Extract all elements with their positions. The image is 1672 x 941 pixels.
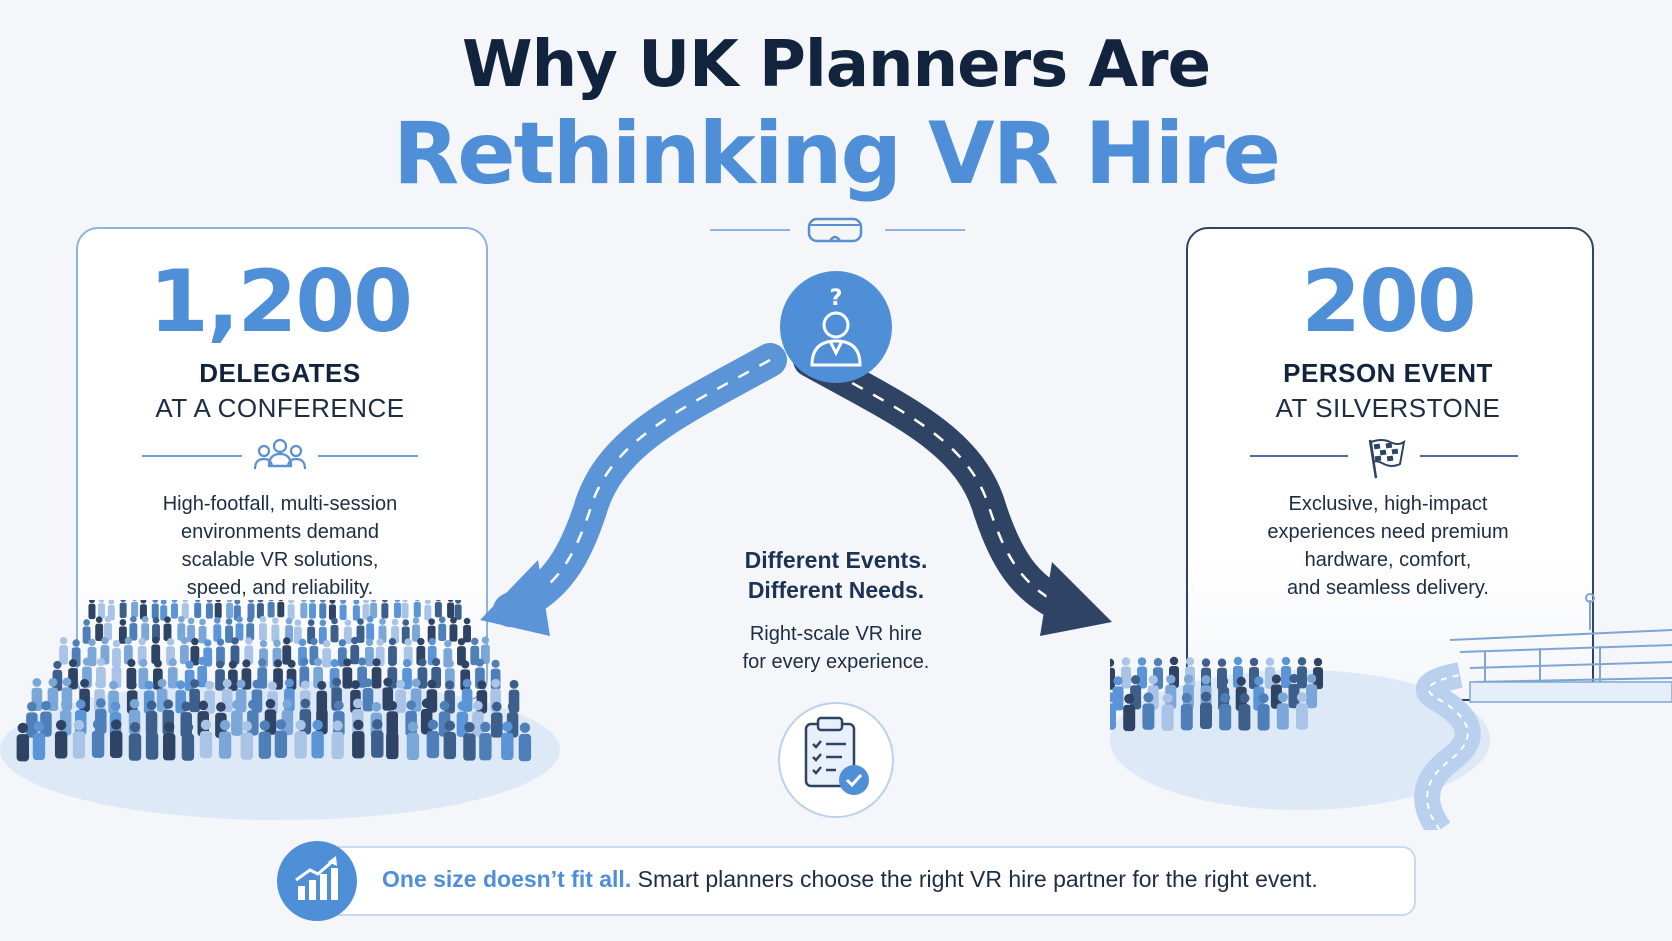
page-title-line1: Why UK Planners Are [462,28,1211,102]
diverging-roads [480,343,1112,636]
vr-headset-icon [807,217,863,243]
delegates-label: DELEGATES [199,358,361,388]
center-heading-line: Different Events. [744,547,928,573]
checklist-icon [778,702,894,818]
title-divider-left [710,229,790,231]
center-text-line: for every experience. [742,651,930,673]
conference-description: High-footfall, multi-session environment… [100,490,460,602]
group-icon [253,438,307,470]
conference-desc-line: High-footfall, multi-session [162,493,398,515]
svg-text:?: ? [830,286,843,311]
silverstone-label: AT SILVERSTONE [1275,393,1501,423]
center-heading: Different Events. Different Needs. [676,545,996,605]
silverstone-desc-line: and seamless delivery. [1287,577,1489,599]
conference-desc-line: environments demand [181,521,379,543]
center-text: Right-scale VR hire for every experience… [676,620,996,676]
center-heading-line: Different Needs. [747,577,925,603]
silverstone-description: Exclusive, high-impact experiences need … [1200,490,1576,602]
delegate-count: 1,200 [148,252,413,352]
silverstone-desc-line: hardware, comfort, [1304,549,1472,571]
conference-label: AT A CONFERENCE [155,393,405,423]
left-arrowhead [480,560,550,636]
person-event-label: PERSON EVENT [1283,358,1493,388]
conference-desc-line: scalable VR solutions, [181,549,379,571]
right-rule-a [1250,455,1348,457]
silverstone-desc-line: experiences need premium [1267,521,1509,543]
silverstone-desc-line: Exclusive, high-impact [1288,493,1488,515]
checkered-flag-icon [1368,439,1406,479]
conference-desc-line: speed, and reliability. [186,577,374,599]
banner-text: Smart planners choose the right VR hire … [631,866,1318,892]
banner-highlight: One size doesn’t fit all. [382,866,632,892]
left-rule-a [142,455,242,457]
person-question-icon: ? [780,271,892,383]
left-rule-b [318,455,418,457]
growth-chart-icon [277,841,357,921]
conference-crowd-illustration [0,600,560,820]
right-arrowhead [1040,562,1112,636]
person-count: 200 [1301,252,1477,352]
page-title-line2: Rethinking VR Hire [393,104,1281,204]
title-divider-right [885,229,965,231]
silverstone-illustration [1110,593,1672,830]
bottom-banner [288,846,1416,916]
right-rule-b [1420,455,1518,457]
center-text-line: Right-scale VR hire [749,623,923,645]
banner-message: One size doesn’t fit all. Smart planners… [382,866,1318,893]
